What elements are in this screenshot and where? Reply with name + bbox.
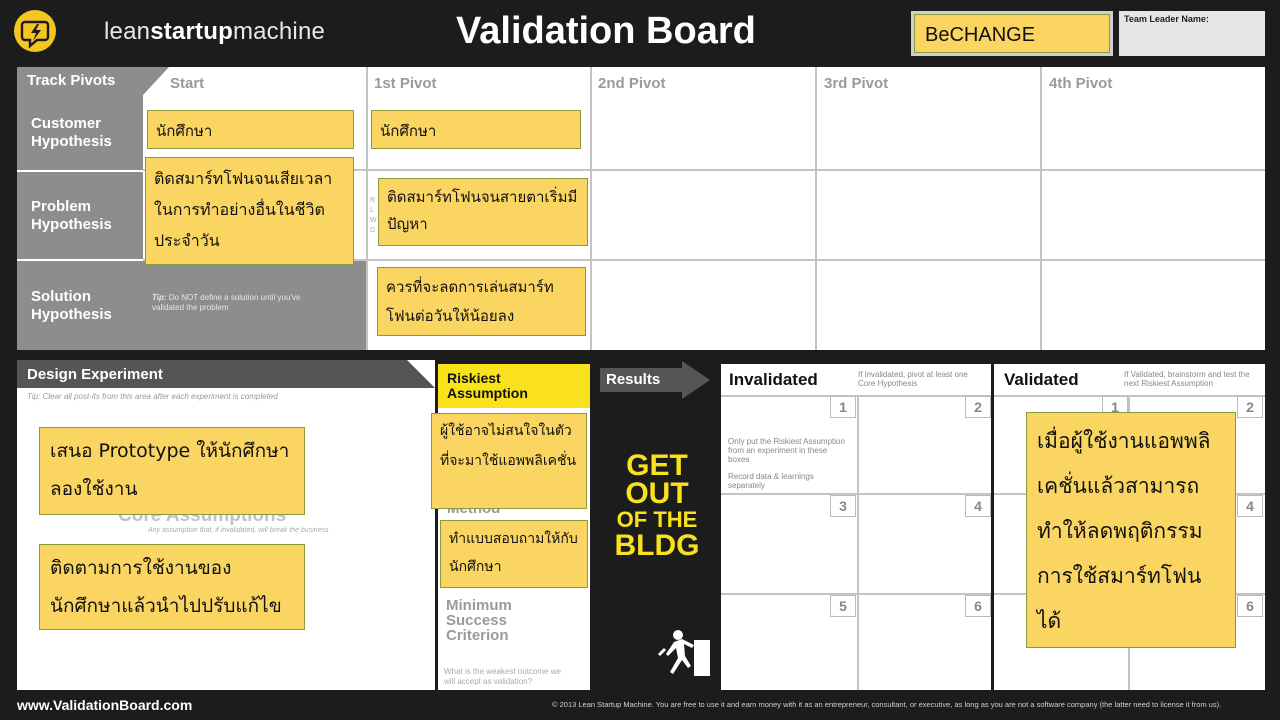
sticky-note-problem-start[interactable]: ติดสมาร์ทโฟนจนเสียเวลาในการทำอย่างอื่นใน… [145, 157, 354, 265]
column-1st-pivot: 1st Pivot [374, 75, 437, 92]
design-experiment-panel [17, 360, 435, 690]
box-number: 5 [830, 595, 856, 617]
grid-divider [590, 67, 592, 350]
box-number: 6 [965, 595, 991, 617]
track-pivots-heading: Track Pivots [17, 67, 143, 95]
sticky-note-assumption-2[interactable]: ติดตามการใช้งานของนักศึกษาแล้วนำไปปรับแก… [39, 544, 305, 630]
get-out-line-1: GET [626, 449, 688, 482]
team-name-field[interactable]: BeCHANGE [911, 11, 1113, 56]
column-3rd-pivot: 3rd Pivot [824, 75, 889, 92]
grid-divider [857, 396, 859, 690]
sticky-note-customer-start[interactable]: นักศึกษา [147, 110, 354, 149]
results-label: Results [600, 368, 682, 392]
box-number: 3 [830, 495, 856, 517]
solution-start-cell [143, 260, 366, 350]
grid-divider [815, 67, 817, 350]
team-leader-field[interactable]: Team Leader Name: [1119, 11, 1265, 56]
row-label-customer: Customer Hypothesis [17, 95, 143, 170]
sticky-note-customer-pivot1[interactable]: นักศึกษา [371, 110, 581, 149]
lightning-icon [20, 20, 50, 49]
grid-divider [143, 259, 1265, 261]
heading-tab-fold [407, 360, 435, 388]
column-2nd-pivot: 2nd Pivot [598, 75, 666, 92]
grid-divider [366, 67, 368, 350]
brand-wordmark: leanstartupmachine [104, 18, 325, 46]
box-number: 6 [1237, 595, 1263, 617]
get-out-of-the-building: GET OUT OF THE BLDG [598, 449, 716, 562]
running-man-icon [658, 630, 710, 676]
heading-tab-fold [143, 67, 169, 95]
invalidated-panel [721, 364, 991, 690]
design-experiment-heading: Design Experiment [17, 360, 407, 388]
grid-divider [143, 169, 1265, 171]
invalidated-note: If invalidated, pivot at least one Core … [858, 370, 968, 388]
solution-tip-text: Do NOT define a solution until you've va… [152, 293, 301, 312]
grid-divider [1040, 67, 1042, 350]
brand-part-machine: machine [232, 18, 326, 45]
invalidated-title: Invalidated [729, 370, 818, 389]
solution-tip: Tip: Do NOT define a solution until you'… [152, 293, 302, 313]
design-experiment-tip: Tip: Clear all post-its from this area a… [27, 392, 278, 401]
box-number: 1 [830, 396, 856, 418]
column-start: Start [170, 75, 205, 92]
footer-url-link[interactable]: www.ValidationBoard.com [17, 697, 193, 713]
grid-divider [721, 493, 991, 495]
brand-part-startup: startup [150, 18, 233, 45]
riskiest-assumption-title: Riskiest Assumption [438, 364, 590, 408]
minimum-success-question: What is the weakest outcome we will acce… [444, 667, 561, 686]
results-arrow-icon [682, 361, 710, 399]
box-number: 4 [965, 495, 991, 517]
row-label-problem: Problem Hypothesis [17, 172, 143, 259]
minimum-success-criterion-title: Minimum Success Criterion [446, 597, 512, 644]
invalidated-tip: Only put the Riskiest Assumption from an… [728, 437, 848, 490]
sticky-note-validated[interactable]: เมื่อผู้ใช้งานแอพพลิเคชั่นแล้วสามารถทำให… [1026, 412, 1236, 648]
sticky-note-method[interactable]: ทำแบบสอบถามให้กับนักศึกษา [440, 520, 588, 588]
invalidated-tip-line: Only put the Riskiest Assumption from an… [728, 437, 845, 464]
get-out-line-2: OUT [625, 477, 689, 510]
team-leader-label: Team Leader Name: [1124, 14, 1209, 24]
sticky-note-riskiest[interactable]: ผู้ใช้อาจไม่สนใจในตัวที่จะมาใช้แอพพลิเคช… [431, 413, 587, 509]
box-number: 2 [1237, 396, 1263, 418]
grid-divider [721, 395, 991, 397]
grid-divider [721, 593, 991, 595]
team-name-value[interactable]: BeCHANGE [914, 14, 1110, 53]
box-number: 2 [965, 396, 991, 418]
sticky-note-assumption-1[interactable]: เสนอ Prototype ให้นักศึกษาลองใช้งาน [39, 427, 305, 515]
validated-title: Validated [1004, 370, 1079, 389]
grid-divider [994, 395, 1265, 397]
row-label-solution: Solution Hypothesis [17, 261, 143, 350]
brand-part-lean: lean [104, 18, 151, 45]
get-out-line-4: BLDG [614, 529, 700, 562]
solution-tip-label: Tip: [152, 293, 167, 302]
get-out-line-3: OF THE [616, 507, 698, 532]
validated-note: If Validated, brainstorm and test the ne… [1124, 370, 1250, 388]
sticky-note-solution-pivot1[interactable]: ควรที่จะลดการเล่นสมาร์ทโฟนต่อวันให้น้อยล… [377, 267, 586, 336]
column-4th-pivot: 4th Pivot [1049, 75, 1113, 92]
invalidated-tip-line-2: Record data & learnings separately [728, 472, 814, 490]
page-title: Validation Board [456, 10, 756, 52]
sticky-note-problem-pivot1[interactable]: ติดสมาร์ทโฟนจนสายตาเริ่มมีปัญหา [378, 178, 588, 246]
copyright-text: © 2013 Lean Startup Machine. You are fre… [552, 700, 1222, 709]
core-assumptions-subtitle: Any assumption that, if invalidated, wil… [148, 527, 329, 534]
box-number: 4 [1237, 495, 1263, 517]
